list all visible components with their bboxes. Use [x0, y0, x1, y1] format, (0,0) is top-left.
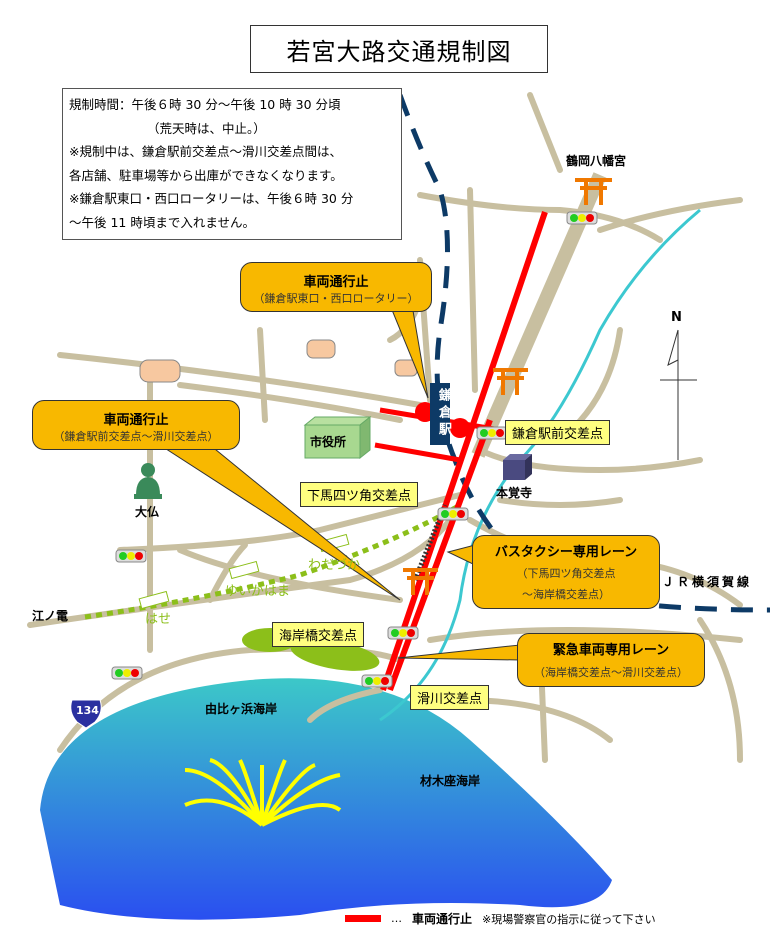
enoden-line — [84, 502, 462, 620]
callout-sub: （海岸橋交差点～滑川交差点） — [534, 666, 688, 679]
callout-rotary-closure: 車両通行止 （鎌倉駅東口・西口ロータリー） — [240, 262, 432, 312]
callout-sub: ～海岸橋交差点） — [522, 588, 610, 601]
callout-main-closure: 車両通行止 （鎌倉駅前交差点～滑川交差点） — [32, 400, 240, 450]
station-building — [430, 383, 450, 445]
label-yuigahama: ゆいがはま — [225, 584, 291, 599]
traffic-lights — [111, 211, 598, 688]
legend-dots: … — [391, 912, 402, 925]
callout-pointer — [446, 544, 476, 566]
label-zaimokuza-beach: 材木座海岸 — [420, 774, 481, 788]
label-north: N — [671, 310, 682, 325]
label-enoden: 江ノ電 — [32, 609, 69, 623]
info-line: （荒天時は、中止。） — [147, 120, 266, 136]
closed-road-red-2 — [387, 418, 493, 692]
callout-heading: バスタクシー専用レーン — [494, 545, 638, 560]
legend-label: 車両通行止 — [412, 912, 473, 926]
callout-sub: （鎌倉駅前交差点～滑川交差点） — [53, 430, 219, 443]
route-134-shield — [70, 699, 102, 729]
sea — [40, 678, 612, 920]
intersection-geba: 下馬四ツ角交差点 — [300, 482, 419, 507]
label-temple: 本覚寺 — [496, 486, 533, 500]
info-line: 各店舗、駐車場等から出庫ができなくなります。 — [69, 167, 343, 183]
intersection-kaiganbashi: 海岸橋交差点 — [272, 622, 365, 647]
legend-note: ※現場警察官の指示に従って下さい — [482, 912, 656, 926]
fireworks-icon — [184, 758, 342, 827]
info-line: 規制時間：午後６時 30 分～午後 10 時 30 分頃 — [69, 97, 341, 112]
regulation-info-box: 規制時間：午後６時 30 分～午後 10 時 30 分頃 （荒天時は、中止。） … — [62, 88, 402, 240]
callout-heading: 車両通行止 — [103, 413, 169, 428]
label-shrine: 鶴岡八幡宮 — [566, 154, 627, 168]
city-hall-icon — [303, 415, 372, 460]
torii-icons — [403, 178, 612, 595]
callout-sub: （下馬四ツ角交差点 — [516, 567, 616, 580]
intersection-namerikawa: 滑川交差点 — [410, 685, 490, 710]
label-city-hall: 市役所 — [310, 435, 347, 449]
callout-heading: 緊急車両専用レーン — [552, 643, 670, 658]
label-station: 鎌倉駅 — [436, 388, 451, 439]
label-jr-line: ＪＲ横須賀線 — [662, 575, 753, 589]
callout-pointer — [397, 644, 521, 661]
jr-line — [397, 94, 770, 613]
label-wadazuka: わだづか — [308, 558, 361, 573]
legend-swatch-closure — [345, 915, 381, 922]
north-arrow-icon — [660, 329, 697, 460]
callout-heading: 車両通行止 — [303, 275, 369, 290]
info-line: ～午後 11 時頃まで入れません。 — [69, 214, 255, 230]
closed-road-red — [380, 211, 548, 691]
label-route: 134 — [76, 704, 99, 717]
label-daibutsu: 大仏 — [135, 505, 160, 519]
callout-sub: （鎌倉駅東口・西口ロータリー） — [253, 292, 419, 305]
info-line: ※規制中は、鎌倉駅前交差点～滑川交差点間は、 — [69, 144, 342, 159]
intersection-station-front: 鎌倉駅前交差点 — [505, 420, 611, 445]
daibutsu-icon — [134, 463, 162, 499]
temple-icon — [503, 454, 532, 480]
label-yuigahama-beach: 由比ヶ浜海岸 — [205, 702, 278, 716]
legend: … 車両通行止 ※現場警察官の指示に従って下さい — [345, 910, 656, 927]
label-hase: はせ — [145, 612, 172, 627]
callout-bus-lane: バスタクシー専用レーン （下馬四ツ角交差点 ～海岸橋交差点） — [472, 535, 660, 609]
page-title: 若宮大路交通規制図 — [250, 25, 548, 73]
info-line: ※鎌倉駅東口・西口ロータリーは、午後６時 30 分 — [69, 191, 354, 206]
callout-emergency-lane: 緊急車両専用レーン （海岸橋交差点～滑川交差点） — [517, 633, 705, 687]
